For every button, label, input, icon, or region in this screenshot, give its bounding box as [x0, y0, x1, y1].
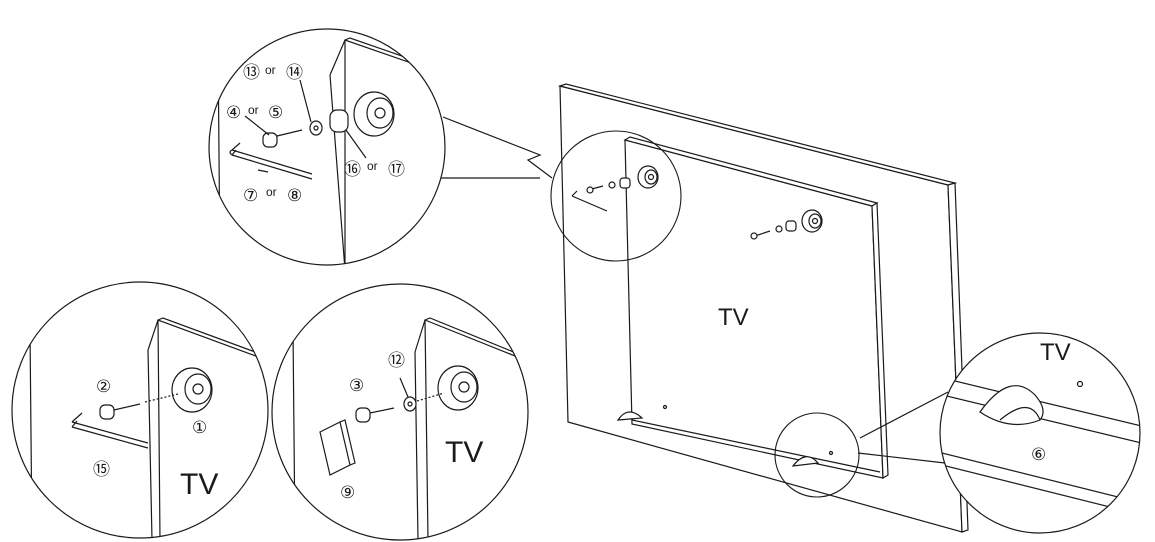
detail-right: TV ⑥ [939, 332, 1141, 534]
part-16: ⑯ [344, 160, 361, 179]
part-7: ⑦ [243, 186, 258, 205]
part-2: ② [96, 377, 111, 396]
tv-rear-panel [557, 83, 969, 533]
or-16-17: or [367, 159, 378, 173]
zoom-marker-top [550, 130, 682, 262]
part-14: ⑭ [286, 63, 303, 82]
or-7-8: or [266, 185, 277, 199]
tv-label-left: TV [180, 468, 218, 501]
part-9: ⑨ [340, 483, 355, 502]
part-6: ⑥ [1031, 445, 1046, 464]
part-12: ⑫ [388, 351, 405, 370]
zoom-marker-bottom [774, 412, 860, 498]
part-1: ① [192, 418, 207, 437]
or-13-14: or [265, 63, 276, 77]
part-17: ⑰ [388, 160, 405, 179]
detail-middle: ⑫ ③ ⑨ TV [271, 283, 529, 541]
tv-label-middle: TV [445, 436, 483, 469]
tv-label-right: TV [1040, 339, 1071, 366]
detail-top: ⑬ or ⑭ ④ or ⑤ ⑯ or ⑰ ⑦ or ⑧ [208, 28, 446, 266]
bottom-feet [616, 404, 834, 467]
part-5: ⑤ [268, 103, 283, 122]
top-right-spacer-assembly [750, 209, 823, 240]
tv-main-label: TV [718, 304, 749, 331]
part-4: ④ [226, 103, 241, 122]
part-13: ⑬ [243, 63, 260, 82]
part-15: ⑮ [93, 460, 110, 479]
detail-left: ② ① ⑮ TV [11, 281, 269, 539]
top-left-spacer-assembly [571, 165, 659, 212]
or-4-5: or [248, 103, 259, 117]
part-8: ⑧ [287, 186, 302, 205]
part-3: ③ [349, 376, 364, 395]
